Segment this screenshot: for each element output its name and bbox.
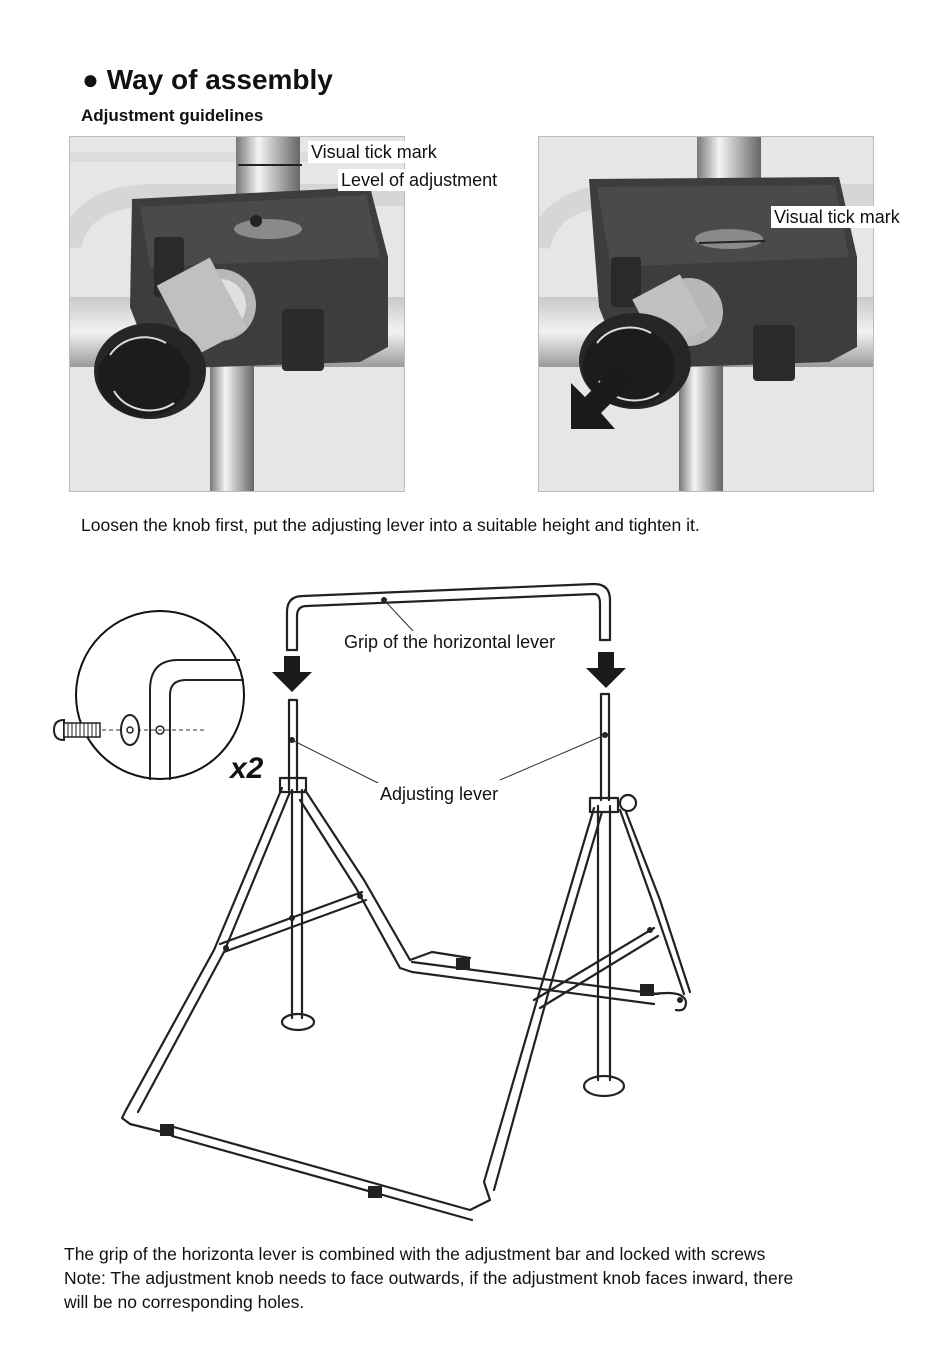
label-grip-horizontal-lever: Grip of the horizontal lever <box>341 631 559 653</box>
arrow-down-left-icon <box>571 363 635 429</box>
screw-detail-callout <box>52 610 245 780</box>
label-level-of-adjustment: Level of adjustment <box>338 169 501 191</box>
note-line-2: Note: The adjustment knob needs to face … <box>64 1268 794 1288</box>
section-subtitle: Adjustment guidelines <box>81 106 264 125</box>
frame-assembly-diagram <box>52 582 692 1222</box>
note-line-1: The grip of the horizonta lever is combi… <box>64 1244 766 1264</box>
label-adjusting-lever: Adjusting lever <box>377 783 502 805</box>
note-line-3: will be no corresponding holes. <box>64 1292 305 1312</box>
screw-icon <box>52 718 101 742</box>
arrow-down-icon-right <box>586 652 626 688</box>
quantity-multiplier: x2 <box>230 752 264 785</box>
page-title: ● Way of assembly <box>82 64 333 96</box>
arrow-down-icon-left <box>272 656 312 692</box>
instruction-text: Loosen the knob first, put the adjusting… <box>81 515 700 535</box>
photo-knob-adjustment <box>69 136 405 492</box>
label-visual-tick-mark-left: Visual tick mark <box>308 141 440 163</box>
photo-knob-loosen <box>538 136 874 492</box>
page-title-text: Way of assembly <box>106 64 333 95</box>
label-visual-tick-mark-right: Visual tick mark <box>771 206 903 228</box>
bullet-icon: ● <box>82 64 99 95</box>
knob-clamp-loosen-illustration <box>539 137 873 491</box>
knob-clamp-illustration <box>70 137 404 491</box>
